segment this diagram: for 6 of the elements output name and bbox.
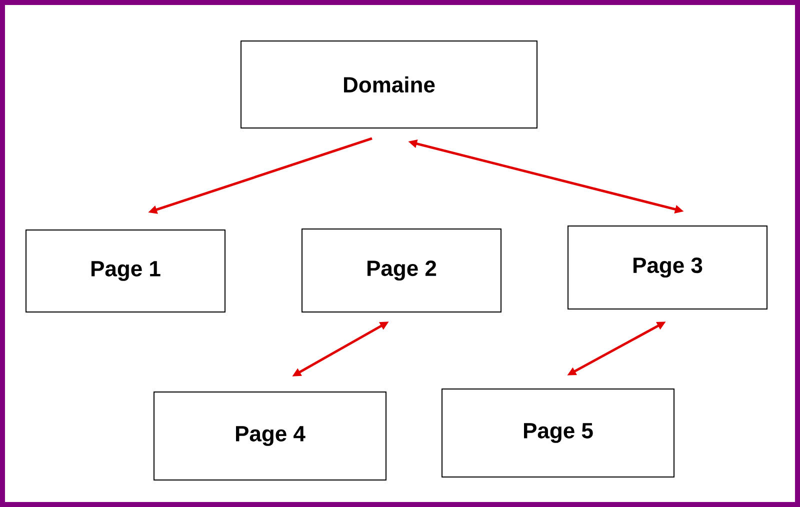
page-box: Page 1 [26, 230, 226, 312]
page-box: Page 5 [442, 388, 674, 478]
page-box: Page 3 [568, 226, 768, 310]
page-box: Domaine [240, 40, 538, 128]
page-box: Page 2 [302, 228, 502, 312]
page-box: Page 4 [154, 392, 386, 480]
